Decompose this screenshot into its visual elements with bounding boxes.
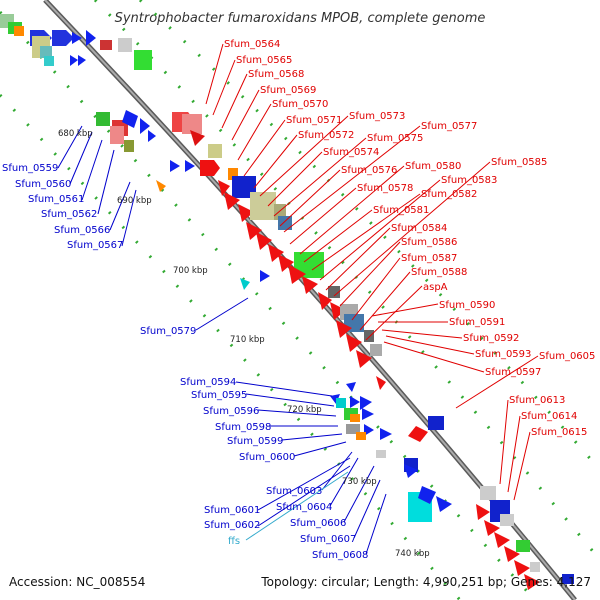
gene-label[interactable]: Sfum_0567 xyxy=(67,240,123,251)
features-lower-right xyxy=(476,486,574,590)
topology-text: Topology: circular; Length: 4,990,251 bp… xyxy=(260,575,591,589)
gene-label[interactable]: Sfum_0603 xyxy=(266,486,322,497)
gene-label[interactable]: Sfum_0588 xyxy=(411,267,467,278)
kbp-tick: 730 kbp xyxy=(342,477,377,487)
gene-label[interactable]: Sfum_0573 xyxy=(349,111,405,122)
gene-label[interactable]: Sfum_0570 xyxy=(272,99,328,110)
gene-label[interactable]: Sfum_0560 xyxy=(15,179,71,190)
gene-label[interactable]: Sfum_0594 xyxy=(180,377,236,388)
features-inner-upper xyxy=(100,38,386,390)
features-outer-left xyxy=(0,14,270,290)
gene-label[interactable]: ffs xyxy=(228,536,240,547)
gene-label[interactable]: Sfum_0580 xyxy=(405,161,461,172)
kbp-tick: 710 kbp xyxy=(230,335,265,345)
gene-label[interactable]: Sfum_0606 xyxy=(290,518,346,529)
gene-label[interactable]: Sfum_0591 xyxy=(449,317,505,328)
gene-label[interactable]: Sfum_0613 xyxy=(509,395,565,406)
gene-label[interactable]: Sfum_0604 xyxy=(276,502,332,513)
gene-label[interactable]: Sfum_0607 xyxy=(300,534,356,545)
cyan-leader xyxy=(245,471,349,541)
gene-label[interactable]: Sfum_0590 xyxy=(439,300,495,311)
gene-label[interactable]: Sfum_0579 xyxy=(140,326,196,337)
gene-label[interactable]: Sfum_0562 xyxy=(41,209,97,220)
gene-label[interactable]: Sfum_0583 xyxy=(441,175,497,186)
red-gene-labels: Sfum_0564 Sfum_0565 Sfum_0568 Sfum_0569 … xyxy=(224,39,595,438)
gene-label[interactable]: Sfum_0605 xyxy=(539,351,595,362)
gene-label[interactable]: Sfum_0615 xyxy=(531,427,587,438)
gene-label[interactable]: Sfum_0598 xyxy=(215,422,271,433)
gene-label[interactable]: Sfum_0571 xyxy=(286,115,342,126)
gene-label[interactable]: Sfum_0592 xyxy=(463,333,519,344)
blue-gene-labels: Sfum_0559 Sfum_0560 Sfum_0561 Sfum_0562 … xyxy=(2,163,368,561)
gene-label[interactable]: Sfum_0566 xyxy=(54,225,110,236)
kbp-tick: 690 kbp xyxy=(117,196,152,206)
accession-text: Accession: NC_008554 xyxy=(9,575,145,589)
gene-label[interactable]: Sfum_0595 xyxy=(191,390,247,401)
blue-leaders xyxy=(57,125,387,555)
gene-label[interactable]: Sfum_0600 xyxy=(239,452,295,463)
map-title: Syntrophobacter fumaroxidans MPOB, compl… xyxy=(115,11,486,26)
gene-label[interactable]: Sfum_0581 xyxy=(373,205,429,216)
gene-label[interactable]: Sfum_0575 xyxy=(367,133,423,144)
gene-label[interactable]: Sfum_0602 xyxy=(204,520,260,531)
gene-label[interactable]: Sfum_0596 xyxy=(203,406,259,417)
gene-label[interactable]: Sfum_0565 xyxy=(236,55,292,66)
gene-label[interactable]: Sfum_0599 xyxy=(227,436,283,447)
gene-label[interactable]: Sfum_0614 xyxy=(521,411,577,422)
gene-label[interactable]: Sfum_0568 xyxy=(248,69,304,80)
gene-label[interactable]: Sfum_0561 xyxy=(28,194,84,205)
kbp-tick: 700 kbp xyxy=(173,266,208,276)
gene-label[interactable]: Sfum_0574 xyxy=(323,147,379,158)
gene-label[interactable]: Sfum_0587 xyxy=(401,253,457,264)
gene-label[interactable]: aspA xyxy=(423,282,448,293)
gene-label[interactable]: Sfum_0582 xyxy=(421,189,477,200)
gene-label[interactable]: Sfum_0593 xyxy=(475,349,531,360)
gene-label[interactable]: Sfum_0576 xyxy=(341,165,397,176)
gene-label[interactable]: Sfum_0586 xyxy=(401,237,457,248)
kbp-tick: 680 kbp xyxy=(58,129,93,139)
kbp-tick: 720 kbp xyxy=(287,405,322,415)
gene-label[interactable]: Sfum_0585 xyxy=(491,157,547,168)
gene-label[interactable]: Sfum_0559 xyxy=(2,163,58,174)
features-middle xyxy=(330,382,452,522)
gene-label[interactable]: Sfum_0577 xyxy=(421,121,477,132)
kbp-ticks: 680 kbp 690 kbp 700 kbp 710 kbp 720 kbp … xyxy=(58,129,430,559)
gene-label[interactable]: Sfum_0564 xyxy=(224,39,280,50)
gene-label[interactable]: Sfum_0608 xyxy=(312,550,368,561)
gene-label[interactable]: Sfum_0569 xyxy=(260,85,316,96)
kbp-tick: 740 kbp xyxy=(395,549,430,559)
gene-label[interactable]: Sfum_0597 xyxy=(485,367,541,378)
gene-label[interactable]: Sfum_0578 xyxy=(357,183,413,194)
gene-label[interactable]: Sfum_0584 xyxy=(391,223,447,234)
gene-label[interactable]: Sfum_0572 xyxy=(298,130,354,141)
red-leaders xyxy=(205,43,539,501)
gene-label[interactable]: Sfum_0601 xyxy=(204,505,260,516)
